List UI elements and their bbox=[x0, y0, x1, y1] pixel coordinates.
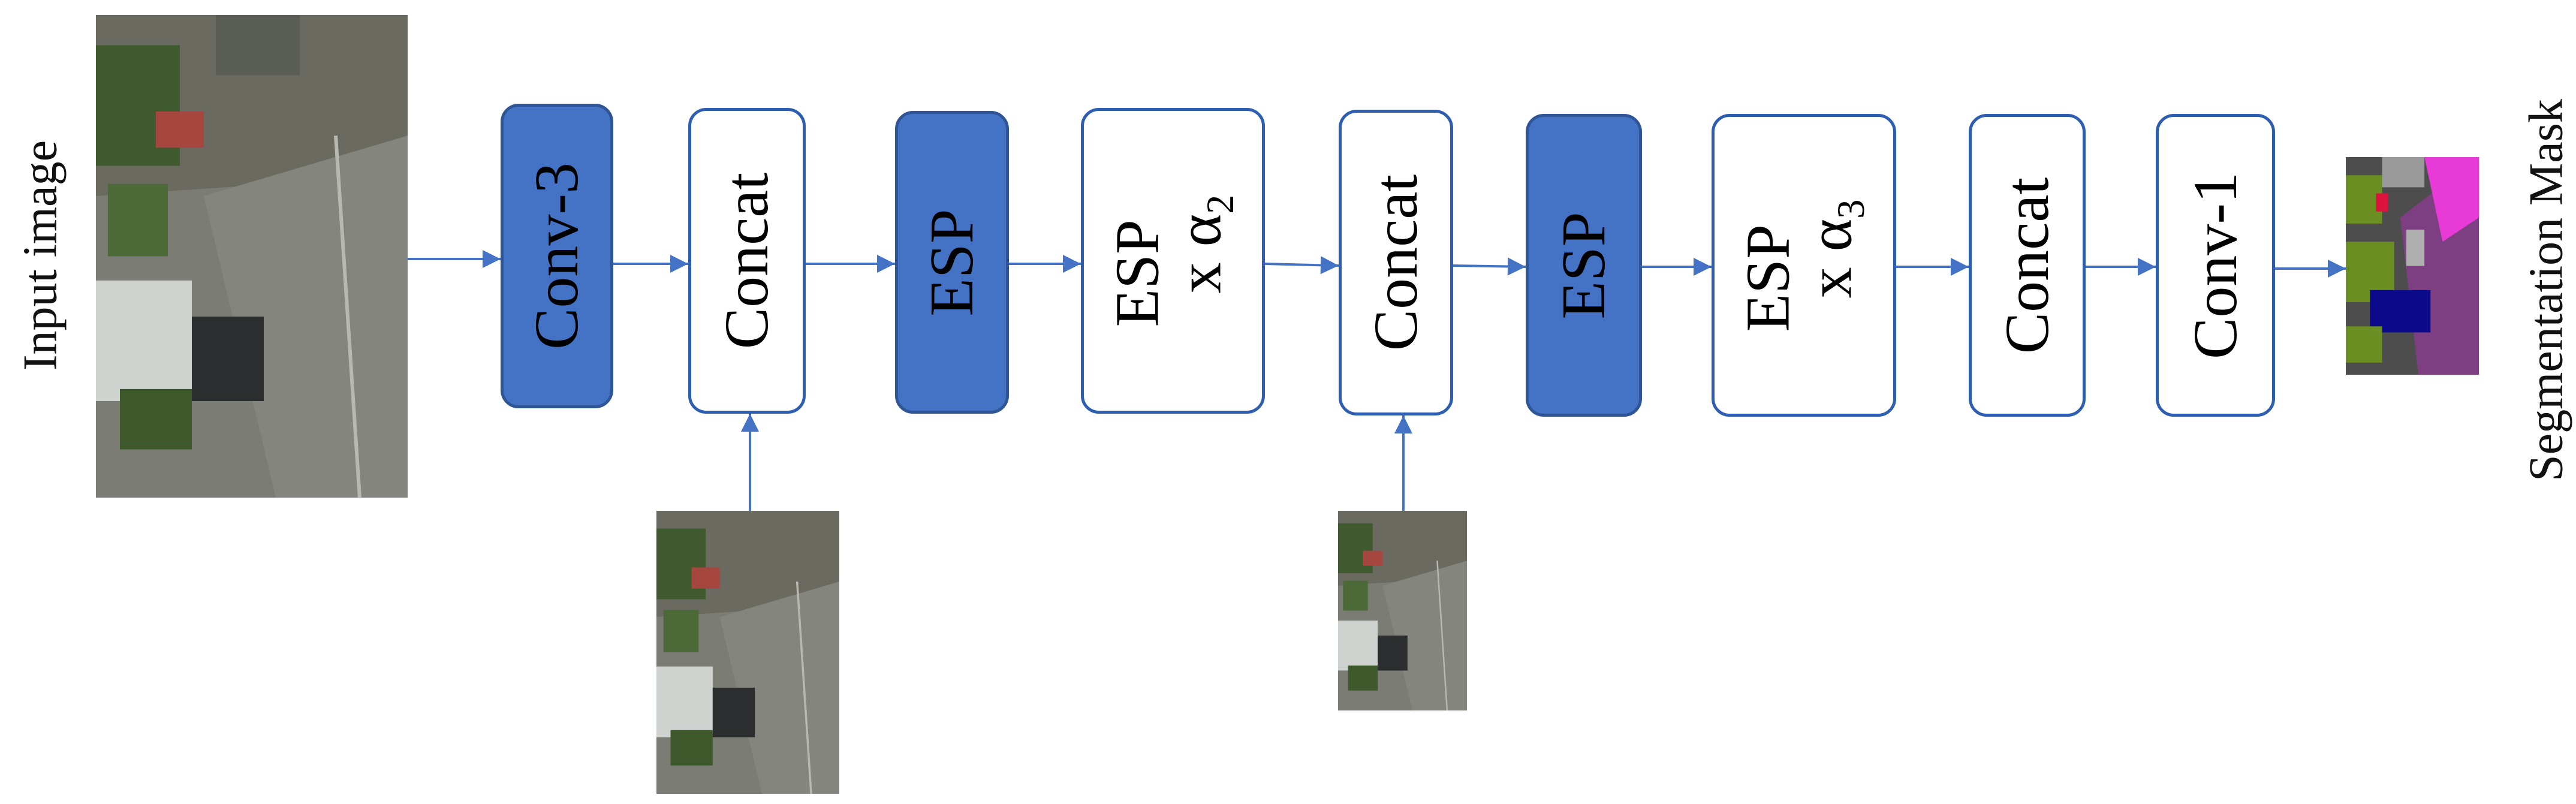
downsampled-image-1 bbox=[656, 511, 839, 794]
esp-alpha3-label: ESP bbox=[1733, 224, 1803, 332]
concat3-block: Concat bbox=[1969, 114, 2086, 417]
esp1-block: ESP bbox=[895, 111, 1009, 414]
street-scene-photo-icon bbox=[96, 15, 408, 498]
concat2-block: Concat bbox=[1339, 110, 1453, 415]
segmentation-mask bbox=[2346, 157, 2479, 375]
conv1-label: Conv-1 bbox=[2180, 171, 2250, 359]
conv3-block: Conv-3 bbox=[501, 104, 613, 408]
concat1-label: Concat bbox=[712, 172, 781, 350]
esp-alpha2-label: ESP bbox=[1102, 219, 1171, 327]
esp-alpha2-multiplier: x α2 bbox=[1164, 194, 1242, 294]
conv1-block: Conv-1 bbox=[2156, 114, 2275, 417]
esp1-label: ESP bbox=[917, 208, 986, 317]
esp2-block: ESP bbox=[1526, 114, 1642, 417]
downsampled-image-2 bbox=[1338, 511, 1467, 710]
esp-alpha3-block: ESP x α3 bbox=[1712, 114, 1896, 417]
street-scene-photo-icon bbox=[1338, 511, 1467, 710]
esp-alpha3-multiplier: x α3 bbox=[1795, 199, 1873, 298]
esp2-label: ESP bbox=[1549, 211, 1618, 320]
concat3-label: Concat bbox=[1992, 177, 2062, 354]
arrow-concat2-to-esp2 bbox=[1453, 257, 1526, 276]
segmentation-mask-image-icon bbox=[2346, 157, 2479, 375]
arrow-espa2-to-concat2 bbox=[1264, 256, 1339, 275]
input-image bbox=[96, 15, 408, 498]
street-scene-photo-icon bbox=[656, 511, 839, 794]
concat2-label: Concat bbox=[1361, 174, 1430, 351]
esp-alpha2-block: ESP x α2 bbox=[1081, 108, 1265, 414]
input-image-label: Input image bbox=[14, 140, 67, 371]
conv3-label: Conv-3 bbox=[522, 162, 591, 350]
segmentation-mask-label: Segmentation Mask bbox=[2520, 99, 2573, 481]
concat1-block: Concat bbox=[688, 108, 806, 414]
